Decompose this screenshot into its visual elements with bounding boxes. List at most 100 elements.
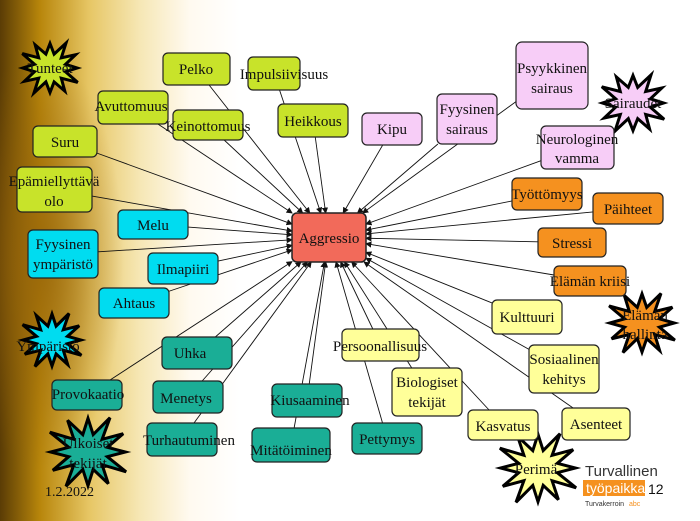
svg-text:Avuttomuus: Avuttomuus [94, 99, 167, 115]
svg-text:Suru: Suru [51, 135, 80, 151]
svg-text:tekijät: tekijät [408, 395, 446, 411]
svg-text:Kasvatus: Kasvatus [476, 419, 531, 435]
connector-arrow [314, 136, 329, 214]
node-kipu: Kipu [361, 112, 423, 146]
star-shape-icon [494, 429, 582, 507]
svg-text:Ilmapiiri: Ilmapiiri [157, 262, 210, 278]
connector-arrow [342, 144, 384, 214]
node-heikkous: Heikkous [277, 103, 349, 138]
svg-text:Elämän kriisi: Elämän kriisi [550, 274, 630, 290]
node-sosiaalinen-kehitys: Sosiaalinen kehitys [528, 344, 600, 394]
svg-text:Fyysinen: Fyysinen [35, 237, 91, 253]
svg-text:Fyysinen: Fyysinen [439, 102, 495, 118]
turvallinen-tyopaikka-logo: Turvallinen työpaikka Turvakerroin abc [583, 463, 658, 508]
node-menetys: Menetys [152, 380, 224, 414]
node-asenteet: Asenteet [561, 407, 631, 441]
svg-text:Ahtaus: Ahtaus [113, 296, 156, 312]
svg-text:sairaus: sairaus [446, 122, 488, 138]
svg-text:Kulttuuri: Kulttuuri [500, 310, 555, 326]
svg-text:Sosiaalinen: Sosiaalinen [529, 352, 599, 368]
svg-text:Neurologinen: Neurologinen [536, 132, 619, 148]
svg-text:Mitätöiminen: Mitätöiminen [250, 443, 332, 459]
star-shape-icon [44, 413, 132, 491]
node-suru: Suru [32, 125, 98, 158]
node-provokaatio: Provokaatio [51, 379, 125, 411]
category-perima: Perimä [515, 462, 558, 478]
svg-text:vamma: vamma [555, 151, 599, 167]
svg-text:Päihteet: Päihteet [604, 202, 653, 218]
svg-text:Epämiellyttävä: Epämiellyttävä [9, 174, 100, 190]
node-fyysinen-ymparisto: Fyysinen ympäristö [27, 229, 99, 279]
connector-arrow [340, 261, 374, 330]
connector-arrow [91, 195, 293, 234]
connector-arrow [97, 236, 293, 253]
category-tunteet: Tunteet [27, 61, 73, 77]
star-shape-icon [17, 38, 83, 98]
connector-arrow [109, 261, 293, 381]
connector-arrow [308, 261, 329, 385]
node-psyykkinen-sairaus: Psyykkinen sairaus [515, 41, 589, 110]
center-node-aggressio: Aggressio [291, 212, 367, 263]
svg-text:kehitys: kehitys [542, 372, 585, 388]
connector-arrow [208, 84, 311, 214]
node-ilmapiiri: Ilmapiiri [147, 252, 219, 285]
node-elaman-kriisi: Elämän kriisi [550, 265, 630, 297]
node-uhka: Uhka [161, 336, 233, 370]
node-fyysinen-sairaus: Fyysinen sairaus [436, 93, 498, 145]
node-turhautuminen: Turhautuminen [143, 422, 235, 457]
svg-text:olo: olo [44, 194, 63, 210]
svg-text:Pettymys: Pettymys [359, 432, 415, 448]
node-biologiset-tekijat: Biologiset tekijät [391, 367, 463, 417]
connector-arrow [217, 243, 293, 262]
node-kasvatus: Kasvatus [467, 409, 539, 441]
node-pelko: Pelko [162, 52, 231, 86]
category-elaman-hallinta-1: Elämän [622, 308, 668, 324]
connector-arrow [365, 235, 539, 243]
connector-arrow [365, 241, 555, 276]
svg-text:Uhka: Uhka [174, 346, 207, 362]
svg-text:Biologiset: Biologiset [396, 375, 459, 391]
footer-date: 1.2.2022 [45, 485, 94, 500]
svg-text:Kipu: Kipu [377, 122, 408, 138]
node-kulttuuri: Kulttuuri [491, 299, 563, 335]
star-shape-icon [17, 309, 87, 371]
svg-text:Kiusaaminen: Kiusaaminen [270, 393, 350, 409]
svg-text:ympäristö: ympäristö [33, 257, 93, 273]
svg-text:Turvakerroin: Turvakerroin [585, 501, 624, 508]
svg-text:Työttömyys: Työttömyys [511, 187, 583, 203]
star-shape-icon [597, 69, 669, 137]
node-paihteet: Päihteet [592, 192, 664, 225]
svg-text:Pelko: Pelko [179, 62, 213, 78]
connector-arrow [365, 160, 542, 226]
svg-text:Aggressio: Aggressio [299, 231, 360, 247]
node-epamiellyttava-olo: Epämiellyttävä olo [9, 166, 100, 213]
node-ahtaus: Ahtaus [98, 287, 170, 319]
node-impulsiivisuus: Impulsiivisuus [240, 56, 328, 91]
svg-text:Heikkous: Heikkous [284, 114, 342, 130]
star-shape-icon [604, 289, 680, 357]
svg-text:Melu: Melu [137, 218, 169, 234]
node-kiusaaminen: Kiusaaminen [270, 383, 350, 418]
category-ymparisto: Ympäristö [16, 339, 79, 355]
svg-text:työpaikka: työpaikka [586, 480, 645, 496]
connector-arrow [96, 152, 293, 226]
connector-arrow [365, 211, 594, 237]
svg-text:Menetys: Menetys [160, 391, 212, 407]
connector-arrow [187, 226, 293, 238]
svg-text:abc: abc [629, 501, 641, 508]
svg-text:Psyykkinen: Psyykkinen [517, 61, 588, 77]
svg-text:Asenteet: Asenteet [570, 417, 623, 433]
node-keinottomuus: Keinottomuus [166, 109, 251, 141]
category-ulkoiset-2: tekijät [69, 456, 107, 472]
svg-text:Stressi: Stressi [552, 236, 592, 252]
svg-text:Provokaatio: Provokaatio [52, 387, 125, 403]
svg-text:sairaus: sairaus [531, 81, 573, 97]
node-persoonallisuus: Persoonallisuus [333, 328, 427, 362]
connector-arrow [214, 261, 302, 338]
connector-arrow [223, 139, 304, 214]
node-melu: Melu [117, 209, 189, 240]
node-tyottomyys: Työttömyys [511, 177, 583, 211]
svg-text:Turvallinen: Turvallinen [585, 463, 658, 480]
node-mitatoiminen: Mitätöiminen [250, 427, 332, 463]
